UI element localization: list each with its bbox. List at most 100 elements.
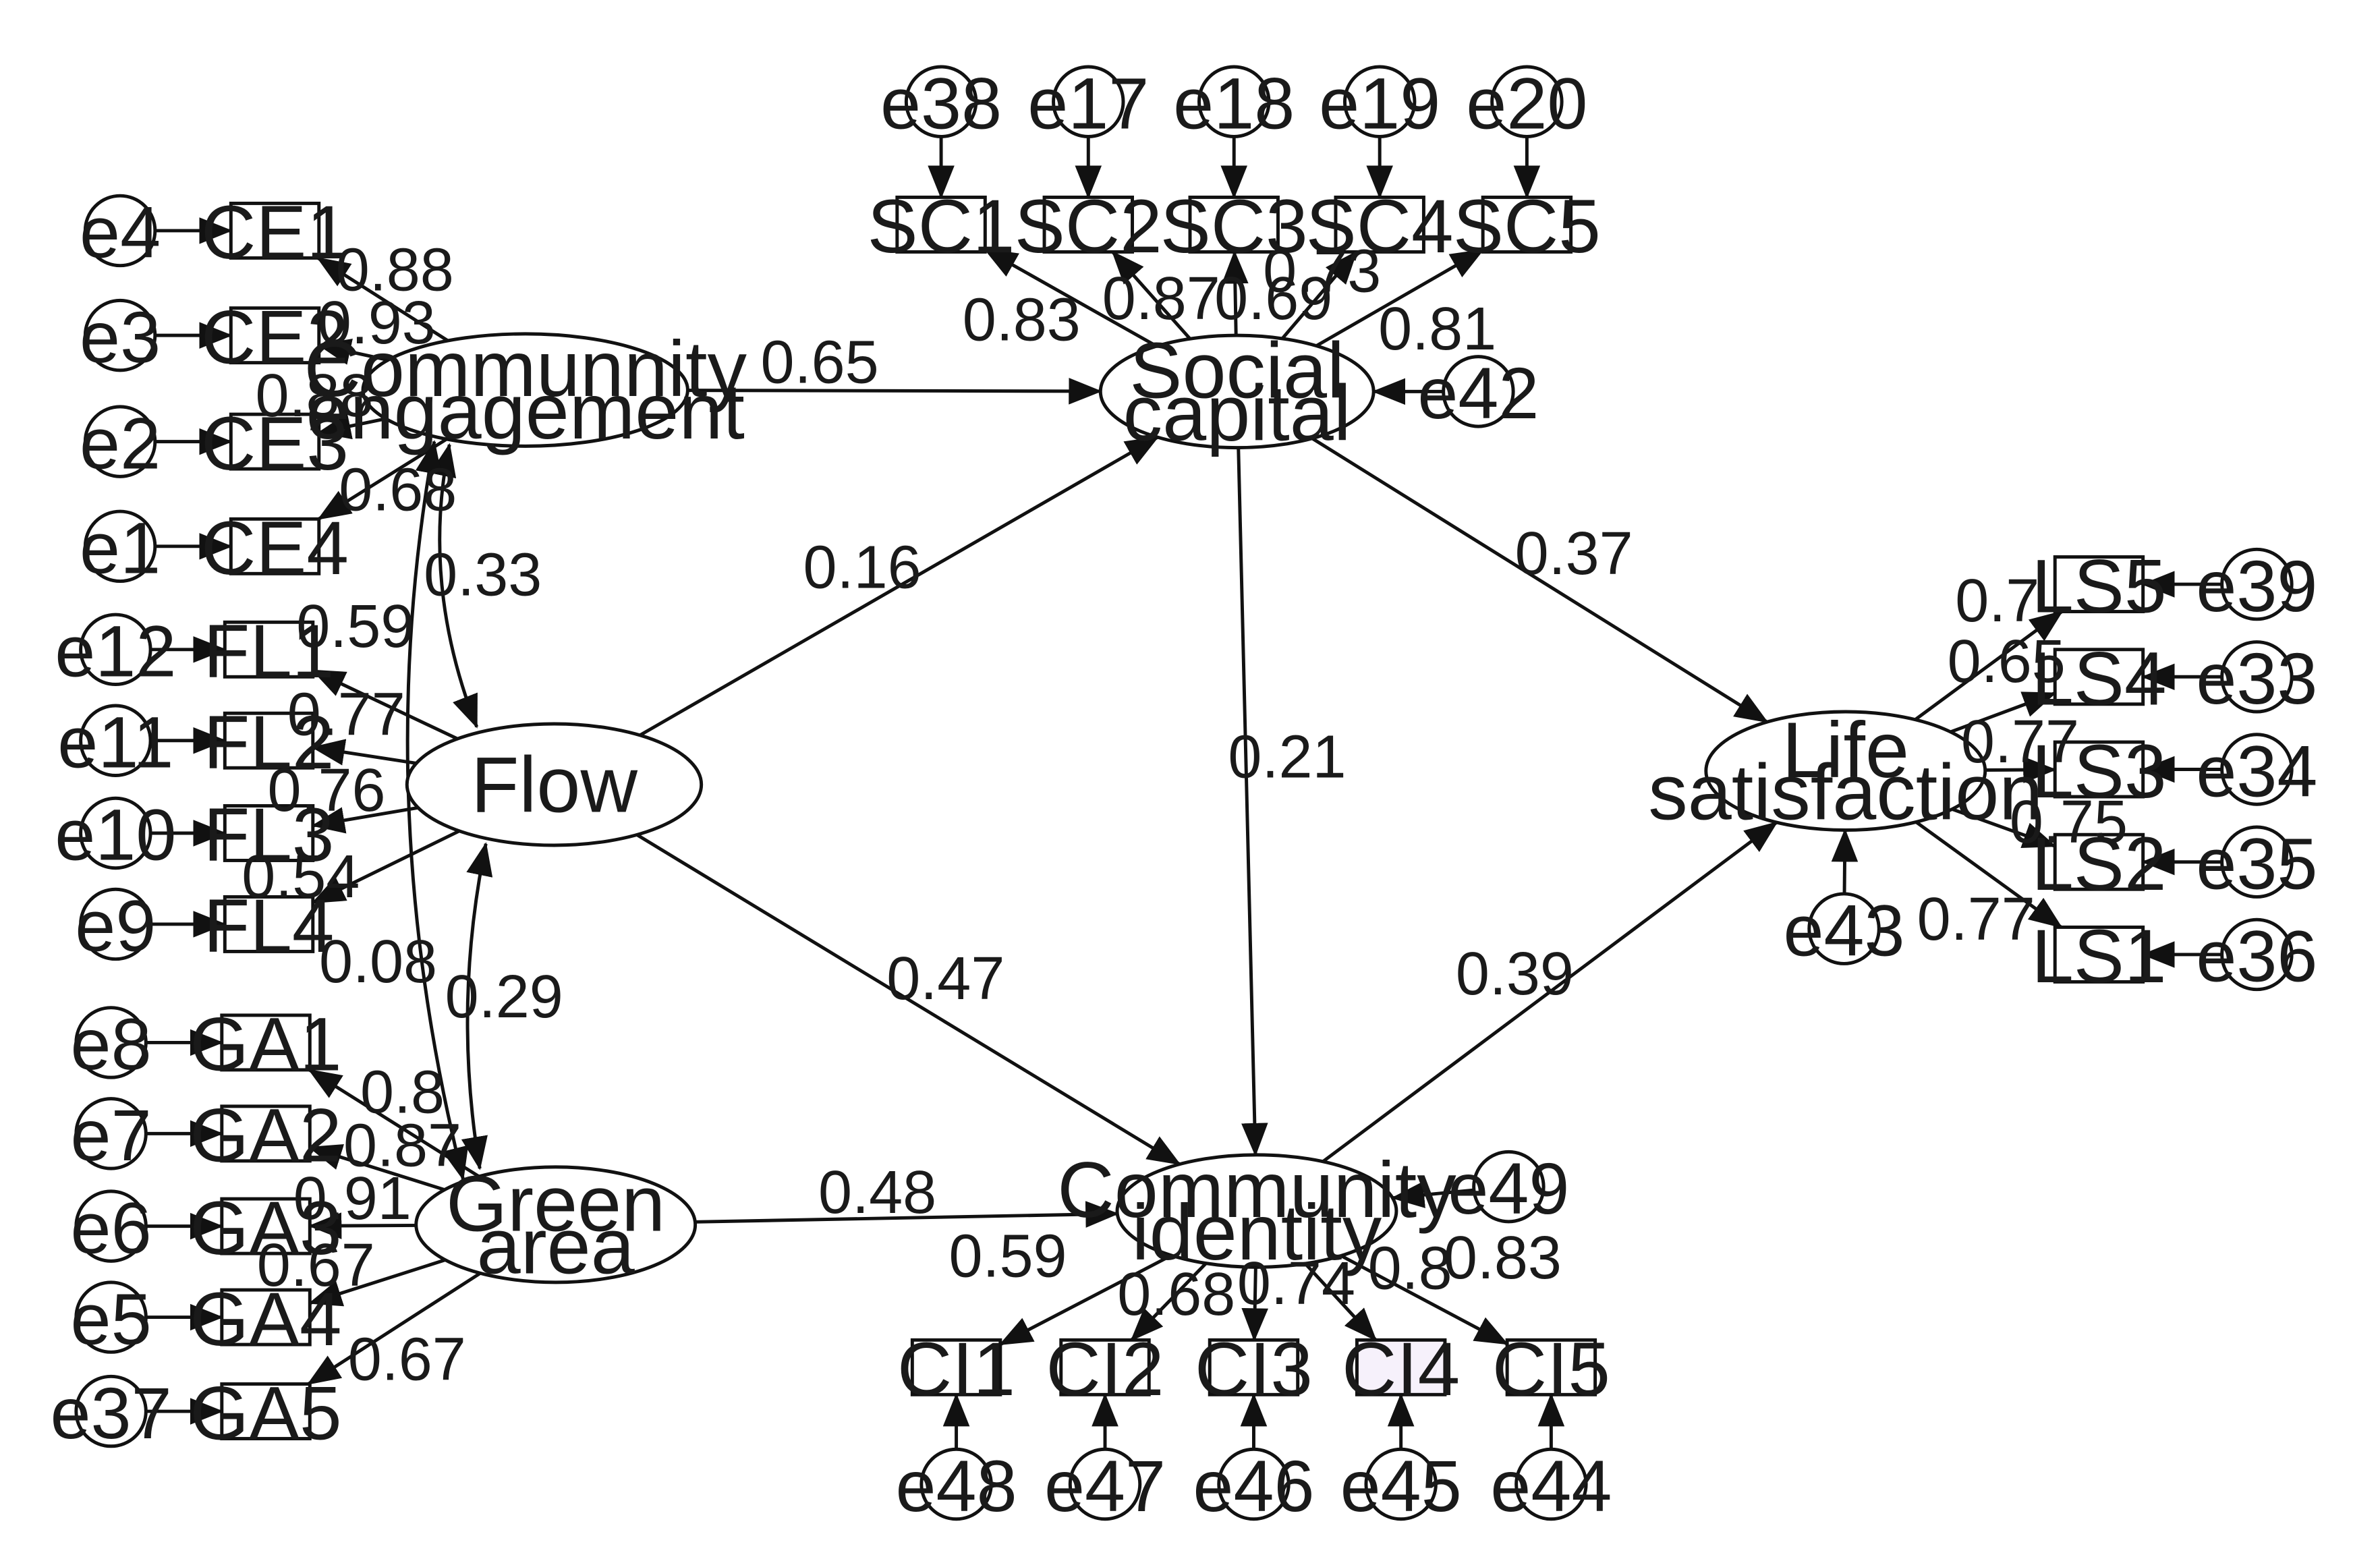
error-label-e39: e39 — [2196, 545, 2317, 627]
error-circle-e11 — [79, 704, 152, 777]
indicator-box-ga1 — [220, 1013, 312, 1072]
indicator-label-fl2: FL2 — [204, 700, 335, 785]
loading-value-ci4: 0.8 — [1368, 1235, 1452, 1303]
loading-value-ls3: 0.77 — [1961, 708, 2079, 776]
loading-value-sc4: 0.73 — [1263, 238, 1381, 306]
indicator-box-ga2 — [220, 1104, 312, 1163]
error-label-e37: e37 — [51, 1372, 172, 1454]
indicator-box-ci2 — [1059, 1338, 1151, 1396]
indicator-label-ce2: CE2 — [201, 294, 349, 379]
loading-value-sc2: 0.87 — [1102, 265, 1220, 333]
latent-label-fl-line1: Flow — [471, 740, 638, 828]
error-label-e33: e33 — [2196, 638, 2317, 719]
path-coefficient-ci-ls: 0.39 — [1456, 940, 1574, 1008]
latent-label-sc-line1: Social — [1129, 326, 1344, 414]
error-label-e45: e45 — [1340, 1445, 1462, 1527]
loading-arrow-ce1 — [316, 256, 449, 343]
error-label-e36: e36 — [2196, 915, 2317, 997]
indicator-label-ls3: LS3 — [2031, 729, 2166, 814]
indicator-label-ci2: CI2 — [1046, 1326, 1164, 1411]
error-label-e18: e18 — [1173, 62, 1295, 144]
indicator-box-ga3 — [220, 1197, 312, 1255]
loading-arrow-ga2 — [308, 1144, 445, 1191]
correlation-value-ce-ga: 0.08 — [319, 928, 437, 996]
error-label-e20: e20 — [1466, 62, 1587, 144]
disturbance-circle-e43 — [1807, 892, 1881, 965]
loading-arrow-ci4 — [1304, 1262, 1378, 1342]
error-label-e10: e10 — [55, 794, 176, 876]
correlation-value-ce-fl: 0.33 — [424, 542, 542, 609]
error-label-e12: e12 — [55, 611, 176, 692]
loading-value-fl4: 0.54 — [242, 843, 360, 911]
indicator-box-ga5 — [220, 1382, 312, 1441]
error-circle-e5 — [74, 1280, 148, 1354]
loading-arrow-ci5 — [1340, 1254, 1509, 1346]
loading-value-ga2: 0.87 — [343, 1112, 461, 1179]
loading-value-ga1: 0.8 — [360, 1059, 445, 1127]
loading-arrow-ls2 — [1951, 808, 2057, 849]
loading-value-fl2: 0.77 — [287, 681, 405, 749]
error-circle-e34 — [2220, 733, 2294, 806]
indicator-label-sc4: SC4 — [1306, 183, 1454, 268]
latent-label-ga-line1: Green — [446, 1159, 665, 1247]
indicator-label-sc2: SC2 — [1015, 183, 1162, 268]
latent-label-ci-line1: Community — [1057, 1145, 1456, 1234]
loading-value-ga3: 0.91 — [293, 1165, 412, 1233]
indicator-box-ce3 — [229, 412, 321, 471]
indicator-label-ci3: CI3 — [1195, 1326, 1313, 1411]
disturbance-circle-e49 — [1472, 1150, 1546, 1224]
error-circle-e12 — [79, 613, 152, 687]
error-circle-e36 — [2220, 917, 2294, 992]
error-label-e11: e11 — [57, 702, 173, 783]
latent-ellipse-ls — [1704, 710, 1987, 832]
error-circle-e10 — [79, 796, 152, 870]
indicator-label-ci1: CI1 — [897, 1326, 1015, 1411]
disturbance-arrow-e43 — [1831, 828, 1859, 894]
loading-value-ce2: 0.93 — [318, 289, 436, 357]
loading-arrow-sc4 — [1280, 250, 1358, 340]
nodes-layer — [74, 65, 2294, 1521]
error-circle-e47 — [1068, 1447, 1142, 1521]
error-circle-e17 — [1052, 65, 1125, 138]
loading-value-sc5: 0.81 — [1378, 295, 1496, 363]
error-label-e5: e5 — [71, 1278, 152, 1359]
path-coefficient-fl-ci: 0.47 — [886, 945, 1004, 1013]
error-circle-e44 — [1514, 1447, 1588, 1521]
path-coefficient-sc-ls: 0.37 — [1515, 520, 1633, 588]
error-circle-e7 — [74, 1097, 148, 1170]
latent-label-ga-line2: area — [477, 1201, 635, 1290]
latent-ellipse-sc — [1098, 333, 1376, 450]
loading-arrow-ci1 — [998, 1253, 1172, 1347]
error-label-e1: e1 — [80, 507, 161, 589]
indicator-label-ce1: CE1 — [201, 190, 349, 275]
indicator-box-ci3 — [1208, 1338, 1300, 1396]
indicator-box-ls1 — [2053, 925, 2145, 984]
latent-label-ls-line2: satisfaction — [1648, 748, 2043, 837]
disturbance-label-e49: e49 — [1448, 1148, 1569, 1229]
loading-value-ga5: 0.67 — [348, 1326, 466, 1394]
loading-arrow-ce3 — [317, 413, 387, 440]
indicator-label-ci5: CI5 — [1492, 1326, 1610, 1411]
indicator-label-fl3: FL3 — [204, 792, 335, 877]
path-arrow-ci-ls — [1322, 821, 1778, 1163]
indicator-box-fl2 — [223, 711, 315, 770]
latent-ellipse-ga — [414, 1165, 698, 1284]
path-arrow-sc-ls — [1311, 436, 1769, 724]
error-circle-e33 — [2220, 640, 2294, 714]
loading-value-ce1: 0.88 — [336, 236, 454, 304]
loading-arrow-ce2 — [317, 339, 389, 365]
indicator-label-ga5: GA5 — [190, 1370, 342, 1455]
error-label-e44: e44 — [1490, 1445, 1612, 1527]
indicator-box-ga4 — [220, 1288, 312, 1347]
loading-arrow-ga3 — [308, 1212, 416, 1239]
disturbance-label-e42: e42 — [1417, 352, 1539, 434]
loading-value-ci3: 0.74 — [1237, 1250, 1355, 1318]
error-label-e48: e48 — [895, 1445, 1017, 1527]
indicator-label-ga2: GA2 — [190, 1093, 342, 1178]
indicator-box-ls4 — [2053, 648, 2145, 706]
loading-arrow-ci2 — [1130, 1262, 1208, 1342]
loading-value-ls5: 0.7 — [1955, 567, 2039, 635]
disturbance-label-e43: e43 — [1783, 889, 1904, 971]
path-arrow-sc-ci — [1237, 447, 1268, 1157]
